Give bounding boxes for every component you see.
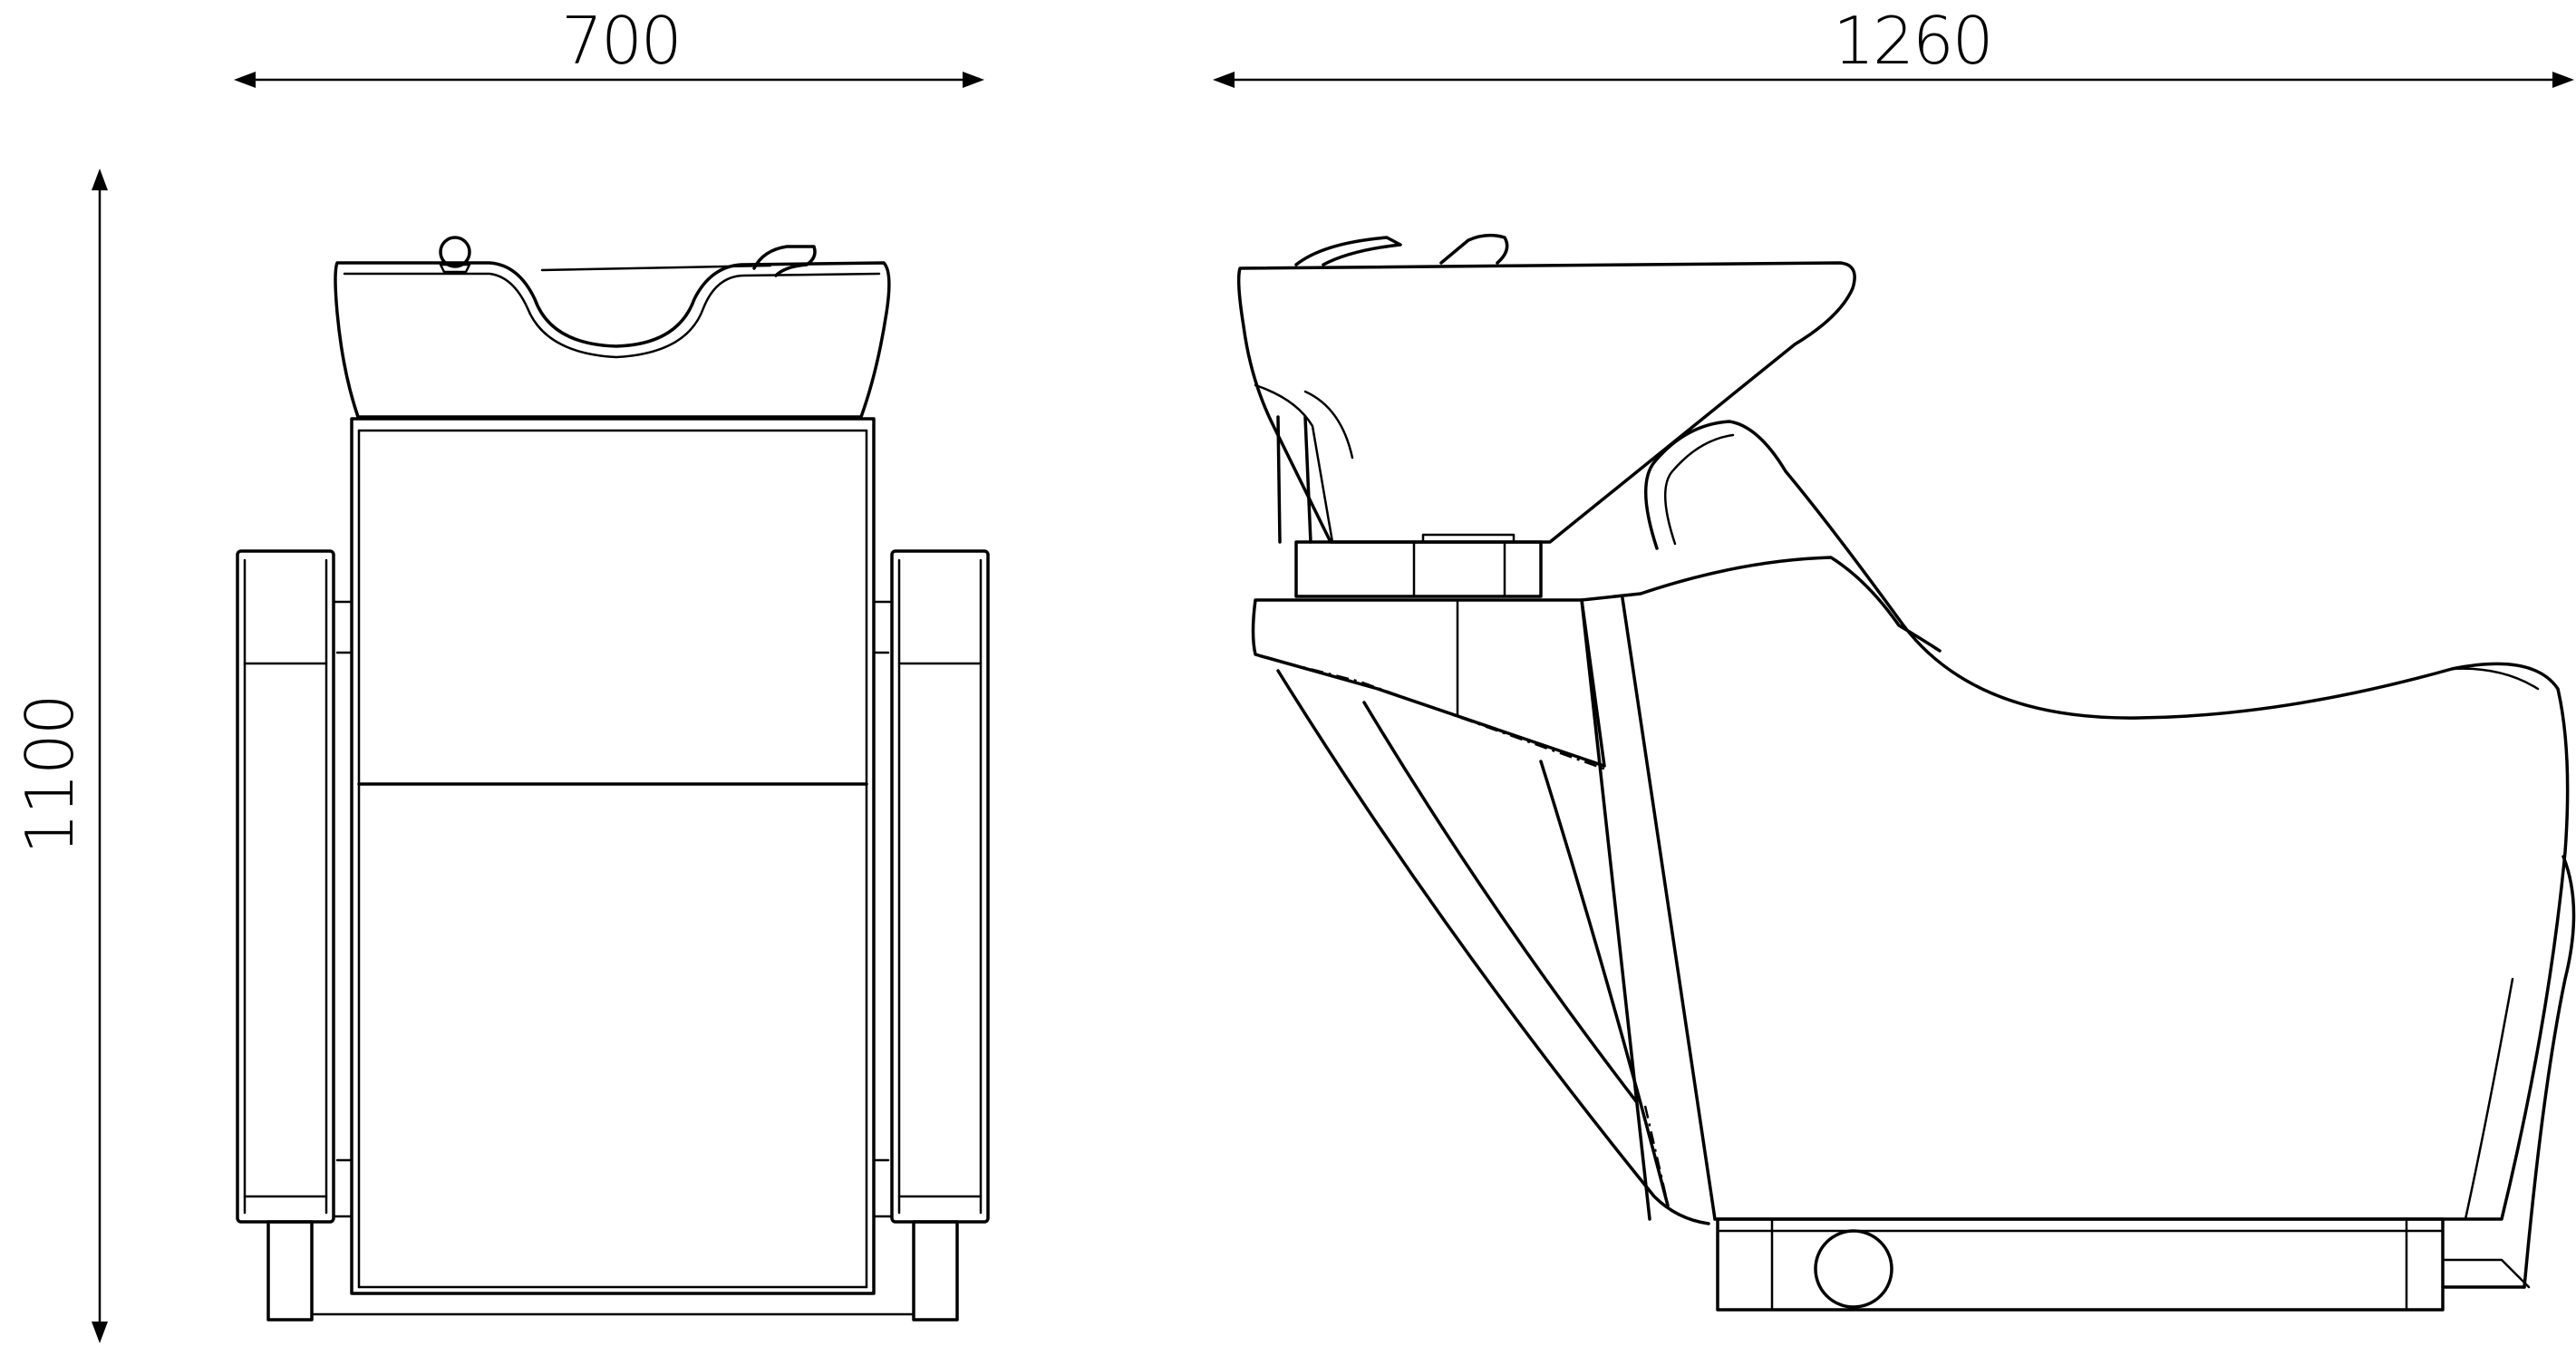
- dimension-side-depth: 1260: [1213, 3, 2574, 88]
- side-base-wheel: [1814, 1229, 1893, 1309]
- side-front-strut: [1276, 669, 1710, 1225]
- side-shower-head: [1439, 233, 1509, 265]
- side-faucet-spout: [1294, 236, 1402, 266]
- side-view: [1236, 233, 2576, 1312]
- front-backrest: [350, 417, 876, 1295]
- dimension-height: 1100: [12, 169, 108, 1343]
- dimension-front-width: 700: [234, 3, 984, 88]
- front-basin: [334, 236, 891, 419]
- side-column: [1294, 540, 1543, 598]
- dimension-label-height: 1100: [12, 695, 88, 854]
- front-armrest-right: [872, 549, 990, 1322]
- side-seat-plate: [1251, 598, 1610, 772]
- front-view: [236, 236, 990, 1322]
- faucet-knob: [439, 236, 471, 268]
- side-basin: [1236, 233, 1856, 544]
- dimension-label-side-depth: 1260: [1833, 3, 1991, 79]
- shower-head: [752, 245, 817, 277]
- side-backrest: [1580, 420, 1942, 1221]
- front-armrest-left: [236, 549, 353, 1322]
- side-seat-cushion: [1713, 624, 2576, 1289]
- side-base: [1716, 1217, 2531, 1312]
- dimension-label-front-width: 700: [561, 3, 680, 79]
